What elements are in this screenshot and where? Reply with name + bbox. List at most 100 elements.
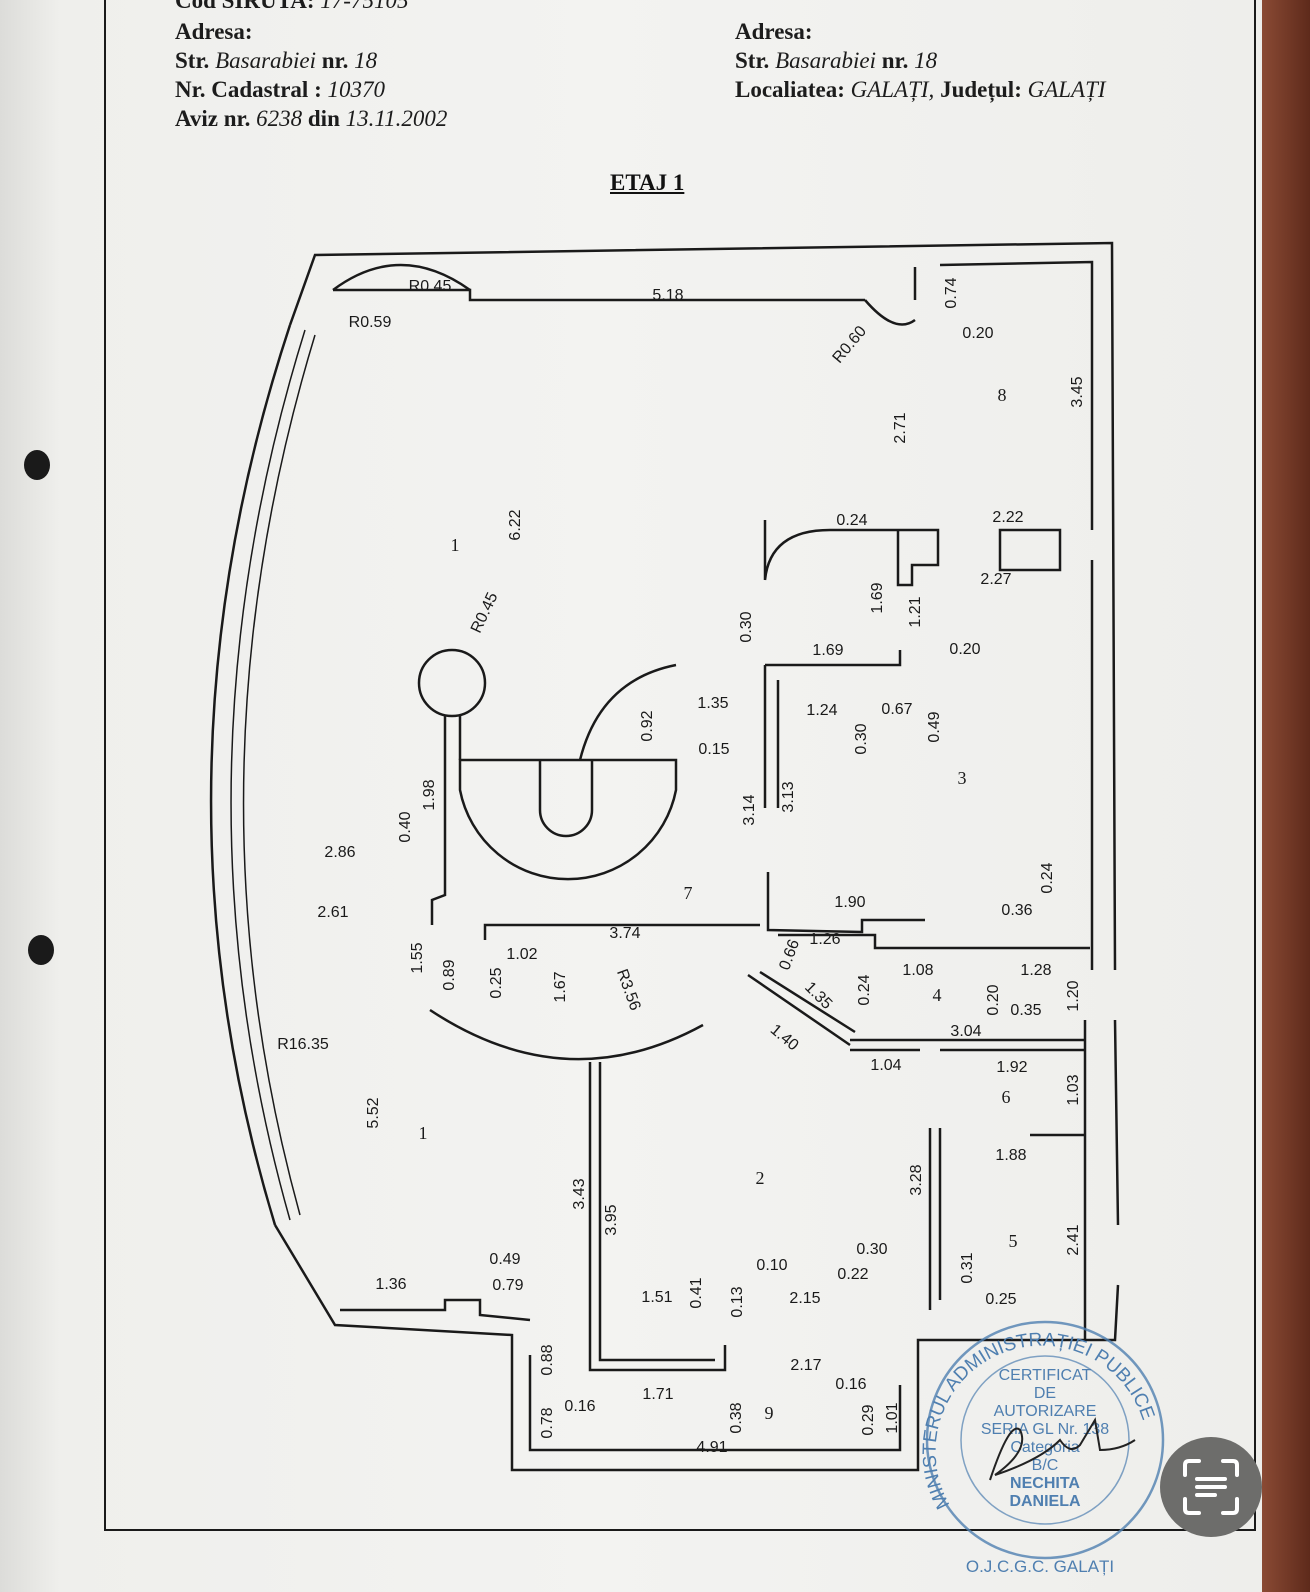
dimension-label-vertical: 1.98: [421, 779, 438, 810]
dimension-label-vertical: 0.20: [985, 984, 1002, 1015]
dimension-label: 1.88: [995, 1147, 1026, 1164]
stamp-line: SERIA GL Nr. 138: [981, 1421, 1109, 1438]
dimension-label: 2.61: [317, 904, 348, 921]
punch-hole: [24, 450, 50, 480]
dimension-label-vertical: 1.21: [907, 596, 924, 627]
dimension-label-vertical: 1.67: [552, 971, 569, 1002]
room-number: 5: [1009, 1231, 1018, 1251]
dimension-label-vertical: 1.03: [1065, 1074, 1082, 1105]
dimension-label: 0.22: [837, 1266, 868, 1283]
dimension-label-vertical: 0.24: [856, 974, 873, 1005]
dimension-label: 1.24: [806, 702, 837, 719]
door-swing: [578, 519, 900, 761]
dimension-label: 1.26: [809, 931, 840, 948]
room-number: 7: [684, 883, 693, 903]
column: [417, 648, 487, 718]
dimension-label: 2.17: [790, 1357, 821, 1374]
dimension-label-vertical: 2.71: [892, 412, 909, 443]
dimension-label: 0.20: [962, 325, 993, 342]
stamp-line: CERTIFICAT: [999, 1367, 1092, 1384]
room-number: 9: [765, 1403, 774, 1423]
dimension-label: 2.22: [992, 509, 1023, 526]
stamp-line: DANIELA: [1009, 1493, 1081, 1510]
room-number: 1: [419, 1123, 428, 1143]
dimension-label-vertical: 0.31: [959, 1252, 976, 1283]
stamp-bottom-text: O.J.C.G.C. GALAȚI: [966, 1557, 1114, 1576]
walls: [104, 0, 1256, 1531]
dimension-label-vertical: 0.13: [729, 1286, 746, 1317]
dimension-label-vertical: 0.49: [926, 711, 943, 742]
diagonal-wall: [747, 970, 856, 1047]
dimension-label: 0.35: [1010, 1002, 1041, 1019]
dimension-label-vertical: 3.28: [908, 1164, 925, 1195]
dimension-label-angled: 1.40: [767, 1021, 802, 1054]
dimension-label: 1.51: [641, 1289, 672, 1306]
stair-core: [538, 760, 594, 838]
dimension-label-vertical: 6.22: [507, 509, 524, 540]
dimension-label-vertical: 0.40: [397, 811, 414, 842]
stamp: MINISTERUL ADMINISTRAȚIEI PUBLICE O.J.C.…: [919, 1320, 1165, 1576]
dimension-label-vertical: 0.29: [860, 1404, 877, 1435]
room-number: 3: [958, 768, 967, 788]
dimension-label: 0.15: [698, 741, 729, 758]
dimension-label: 2.86: [324, 844, 355, 861]
scan-text-button[interactable]: [1160, 1437, 1262, 1537]
dimension-label-vertical: 0.41: [688, 1277, 705, 1308]
dimension-label: 1.69: [812, 642, 843, 659]
scan-text-icon: [1183, 1459, 1239, 1515]
dimension-label: 1.08: [902, 962, 933, 979]
stamp-line: B/C: [1032, 1457, 1059, 1474]
dimension-label-vertical: 0.25: [488, 967, 505, 998]
room-number: 8: [998, 385, 1007, 405]
dimension-label-vertical: 1.69: [869, 582, 886, 613]
curved-facade: [209, 324, 292, 1226]
wall-7: [483, 650, 1090, 1372]
dimension-label: 0.25: [985, 1291, 1016, 1308]
balcony-arc: [429, 1008, 704, 1061]
dimension-label: 0.79: [492, 1277, 523, 1294]
column-stem: [430, 716, 462, 925]
dimension-label-angled: R3.56: [613, 967, 644, 1013]
curved-facade-inner: [230, 329, 306, 1221]
room-number: 4: [933, 985, 942, 1005]
dimension-label: 0.30: [856, 1241, 887, 1258]
dimension-label: 1.35: [697, 695, 728, 712]
dimension-label-vertical: 0.30: [853, 723, 870, 754]
dimension-label-vertical: 3.13: [780, 781, 797, 812]
dimension-label-vertical: 0.24: [1039, 862, 1056, 893]
dimension-label: 4.91: [696, 1439, 727, 1456]
dimension-label: 0.16: [564, 1398, 595, 1415]
dimension-label: 2.15: [789, 1290, 820, 1307]
dimension-label: 1.02: [506, 946, 537, 963]
dimension-label: R16.35: [277, 1036, 329, 1053]
inner-wall: [333, 260, 1094, 1452]
dimension-label-vertical: 3.43: [571, 1178, 588, 1209]
dimension-label-vertical: 0.92: [639, 710, 656, 741]
dimension-label-angled: R0.60: [830, 323, 871, 367]
frame: [104, 0, 1256, 1531]
dimension-label-vertical: 0.30: [738, 611, 755, 642]
stamp-line: NECHITA: [1010, 1475, 1080, 1492]
dimension-label: 1.04: [870, 1057, 901, 1074]
dimension-label-vertical: 0.38: [728, 1402, 745, 1433]
address-left: Adresa: Str. Basarabiei nr. 18 Nr. Cadas…: [175, 19, 448, 131]
dimension-label-vertical: 3.45: [1069, 376, 1086, 407]
dimension-label-vertical: 0.78: [539, 1407, 556, 1438]
dimension-label: 0.67: [881, 701, 912, 718]
dimension-label-vertical: 3.14: [741, 794, 758, 825]
dimension-label: 2.27: [980, 571, 1011, 588]
dimension-label-angled: 1.35: [801, 979, 835, 1013]
dimension-label-vertical: 3.95: [603, 1204, 620, 1235]
dimension-label-vertical: 1.20: [1065, 980, 1082, 1011]
dimension-label-vertical: 0.74: [943, 277, 960, 308]
bay-arc-right: [864, 299, 916, 326]
room-number: 6: [1002, 1087, 1011, 1107]
dimension-label: 0.49: [489, 1251, 520, 1268]
dimension-label-vertical: 1.01: [884, 1402, 901, 1433]
stamp-line: AUTORIZARE: [994, 1403, 1097, 1420]
dimension-label-vertical: 2.41: [1065, 1224, 1082, 1255]
dimension-label-vertical: 0.88: [539, 1344, 556, 1375]
room-number: 1: [451, 535, 460, 555]
dimension-label: 1.28: [1020, 962, 1051, 979]
